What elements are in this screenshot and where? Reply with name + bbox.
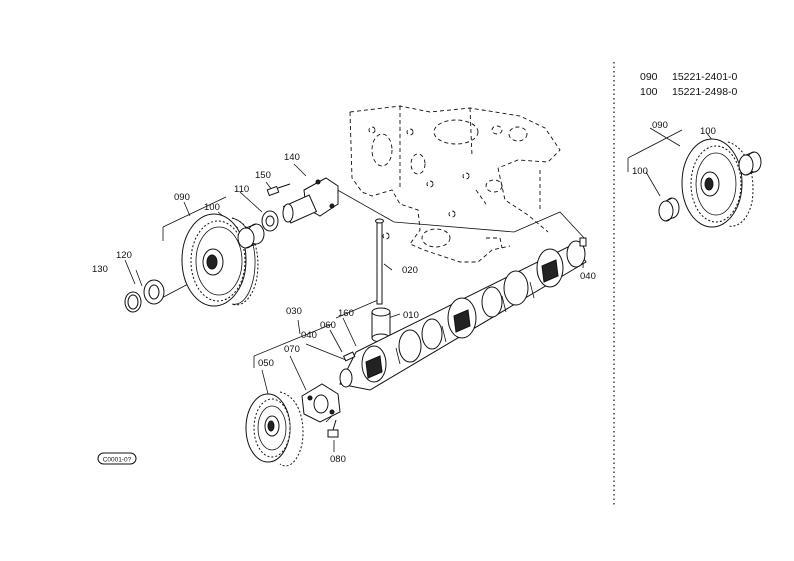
- pin-040: [579, 237, 587, 247]
- label-150: 150: [255, 170, 271, 181]
- label-160: 160: [338, 308, 354, 319]
- circlip-130: [124, 291, 142, 313]
- engine-block-outline: [349, 105, 561, 263]
- inset-label-100-top: 100: [700, 126, 716, 137]
- label-020: 020: [402, 265, 418, 276]
- collar-120: [143, 279, 165, 305]
- ref-row-1-item: 090: [640, 71, 658, 83]
- cam-gear-050: [245, 391, 304, 467]
- tappet-010: [371, 307, 391, 343]
- bolt-080: [327, 419, 339, 438]
- inset-label-090: 090: [652, 120, 668, 131]
- label-070: 070: [284, 344, 300, 355]
- camshaft: [339, 240, 587, 391]
- ref-row-1-part-number: 15221-2401-0: [672, 71, 738, 83]
- label-090: 090: [174, 192, 190, 203]
- label-040-camshaft: 040: [301, 330, 317, 341]
- label-050: 050: [258, 358, 274, 369]
- key-060: [342, 351, 356, 362]
- reference-table: 090 15221-2401-0 100 15221-2498-0: [640, 71, 738, 98]
- label-080: 080: [330, 454, 346, 465]
- inset-idle-gear-assembly: [627, 127, 762, 228]
- leader-lines: [124, 163, 587, 452]
- bushing-100: [237, 223, 265, 249]
- label-010: 010: [403, 310, 419, 321]
- label-040-pin: 040: [580, 271, 596, 282]
- push-rod-020: [375, 218, 384, 305]
- bolt-150: [266, 183, 291, 197]
- ref-row-2-part-number: 15221-2498-0: [672, 86, 738, 98]
- label-030: 030: [286, 306, 302, 317]
- label-110: 110: [234, 184, 249, 195]
- label-130: 130: [92, 264, 108, 275]
- stopper-plate-070: [301, 383, 341, 423]
- inset-label-100-bottom: 100: [632, 166, 648, 177]
- label-140: 140: [284, 152, 300, 163]
- label-100: 100: [204, 202, 220, 213]
- part-labels: 010 020 030 040 040 050 060 070 080 090 …: [92, 120, 716, 465]
- idle-gear-090: [181, 213, 259, 307]
- figure-code-badge: C0001-0?: [97, 452, 137, 465]
- label-120: 120: [116, 250, 132, 261]
- washer-110: [261, 210, 279, 232]
- label-060: 060: [320, 320, 336, 331]
- ref-row-2-item: 100: [640, 86, 658, 98]
- figure-code: C0001-0?: [103, 457, 132, 464]
- idle-gear-shaft-140: [282, 177, 339, 224]
